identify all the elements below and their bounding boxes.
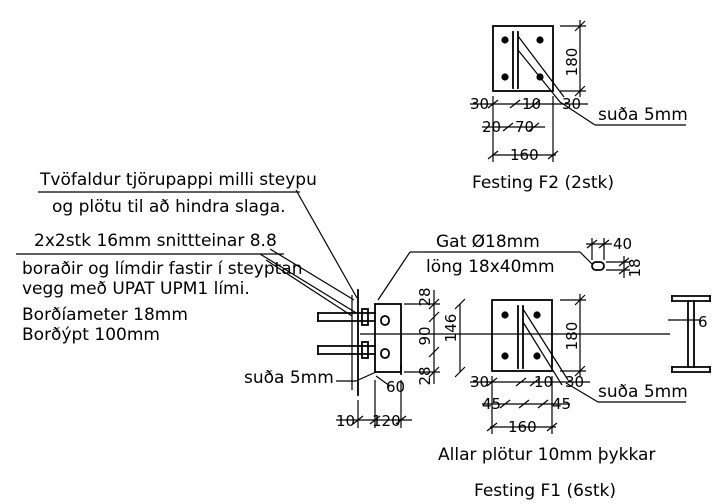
dim-text: 30 — [470, 373, 489, 391]
note-bolts-line4: Borðíameter 18mm — [22, 305, 188, 325]
bolt-hole-icon — [501, 352, 509, 360]
dim-text: 28 — [416, 366, 434, 385]
dim-text: 28 — [416, 287, 434, 306]
dim-text: 45 — [482, 395, 501, 413]
caption-f1: Festing F1 (6stk) — [474, 481, 616, 501]
slot-hole-icon — [380, 315, 390, 326]
weld-label-side: suða 5mm — [244, 368, 334, 388]
annotations: Tvöfaldur tjörupappi milli steypu og plö… — [22, 48, 708, 501]
dim-text: 30 — [565, 373, 584, 391]
dim-text: 30 — [470, 95, 489, 113]
note-bolts-line5: Borðýpt 100mm — [22, 325, 160, 345]
slot-hole-icon — [591, 261, 605, 271]
weld-leader — [565, 382, 599, 403]
leader-line — [269, 248, 355, 301]
dim-text: 160 — [510, 146, 539, 164]
leader-line — [295, 189, 358, 299]
weld-label-f1: suða 5mm — [598, 382, 688, 402]
slot-detail — [424, 238, 630, 278]
plate-f2 — [492, 25, 554, 92]
dim-text: 10 — [336, 412, 355, 430]
note-paper-line1: Tvöfaldur tjörupappi milli steypu — [39, 170, 317, 190]
dim-text: 146 — [442, 314, 460, 343]
weld-leader — [355, 371, 377, 382]
dim-text: 10 — [534, 373, 553, 391]
weld-label-f2: suða 5mm — [598, 105, 688, 125]
note-hole-line2: löng 18x40mm — [426, 257, 555, 277]
dim-text: 40 — [613, 235, 632, 253]
plate-f1-detail — [470, 294, 686, 434]
bolt-hole-icon — [501, 311, 509, 319]
dim-text: 45 — [552, 395, 571, 413]
side-view-connection — [259, 189, 670, 428]
plate-f1 — [491, 299, 553, 372]
bolt-hole-icon — [501, 36, 509, 44]
note-hole-line1: Gat Ø18mm — [436, 232, 540, 252]
bolt-hole-icon — [501, 73, 509, 81]
caption-f2: Festing F2 (2stk) — [472, 173, 614, 193]
note-bolts-line1: 2x2stk 16mm snittteinar 8.8 — [34, 231, 277, 251]
note-bolts-line2: boraðir og límdir fastir í steyptan — [22, 259, 302, 279]
dim-text: 30 — [562, 95, 581, 113]
dim-text: 70 — [515, 118, 534, 136]
dim-text: 60 — [386, 378, 405, 396]
slot-hole-icon — [380, 348, 390, 359]
note-paper-line2: og plötu til að hindra slaga. — [52, 197, 286, 217]
note-thickness: Allar plötur 10mm þykkar — [438, 445, 655, 465]
dim-text: 180 — [563, 322, 581, 351]
dim-text: 120 — [372, 412, 401, 430]
dim-text: 18 — [626, 258, 644, 277]
plate-f2-detail — [470, 20, 686, 162]
bolt-hole-icon — [533, 311, 541, 319]
dim-text: 90 — [416, 326, 434, 345]
leader-line — [377, 251, 411, 301]
side-plate — [374, 303, 402, 373]
dim-text: 20 — [482, 118, 501, 136]
i-beam-section — [668, 295, 711, 373]
dim-text: 160 — [508, 418, 537, 436]
dim-text: 180 — [563, 48, 581, 77]
bolt-hole-icon — [536, 36, 544, 44]
note-bolts-line3: vegg með UPAT UPM1 lími. — [22, 279, 250, 299]
bolt-hole-icon — [533, 352, 541, 360]
dim-text: 10 — [522, 95, 541, 113]
weld-leader — [559, 101, 596, 126]
dim-text: 6 — [698, 313, 708, 331]
